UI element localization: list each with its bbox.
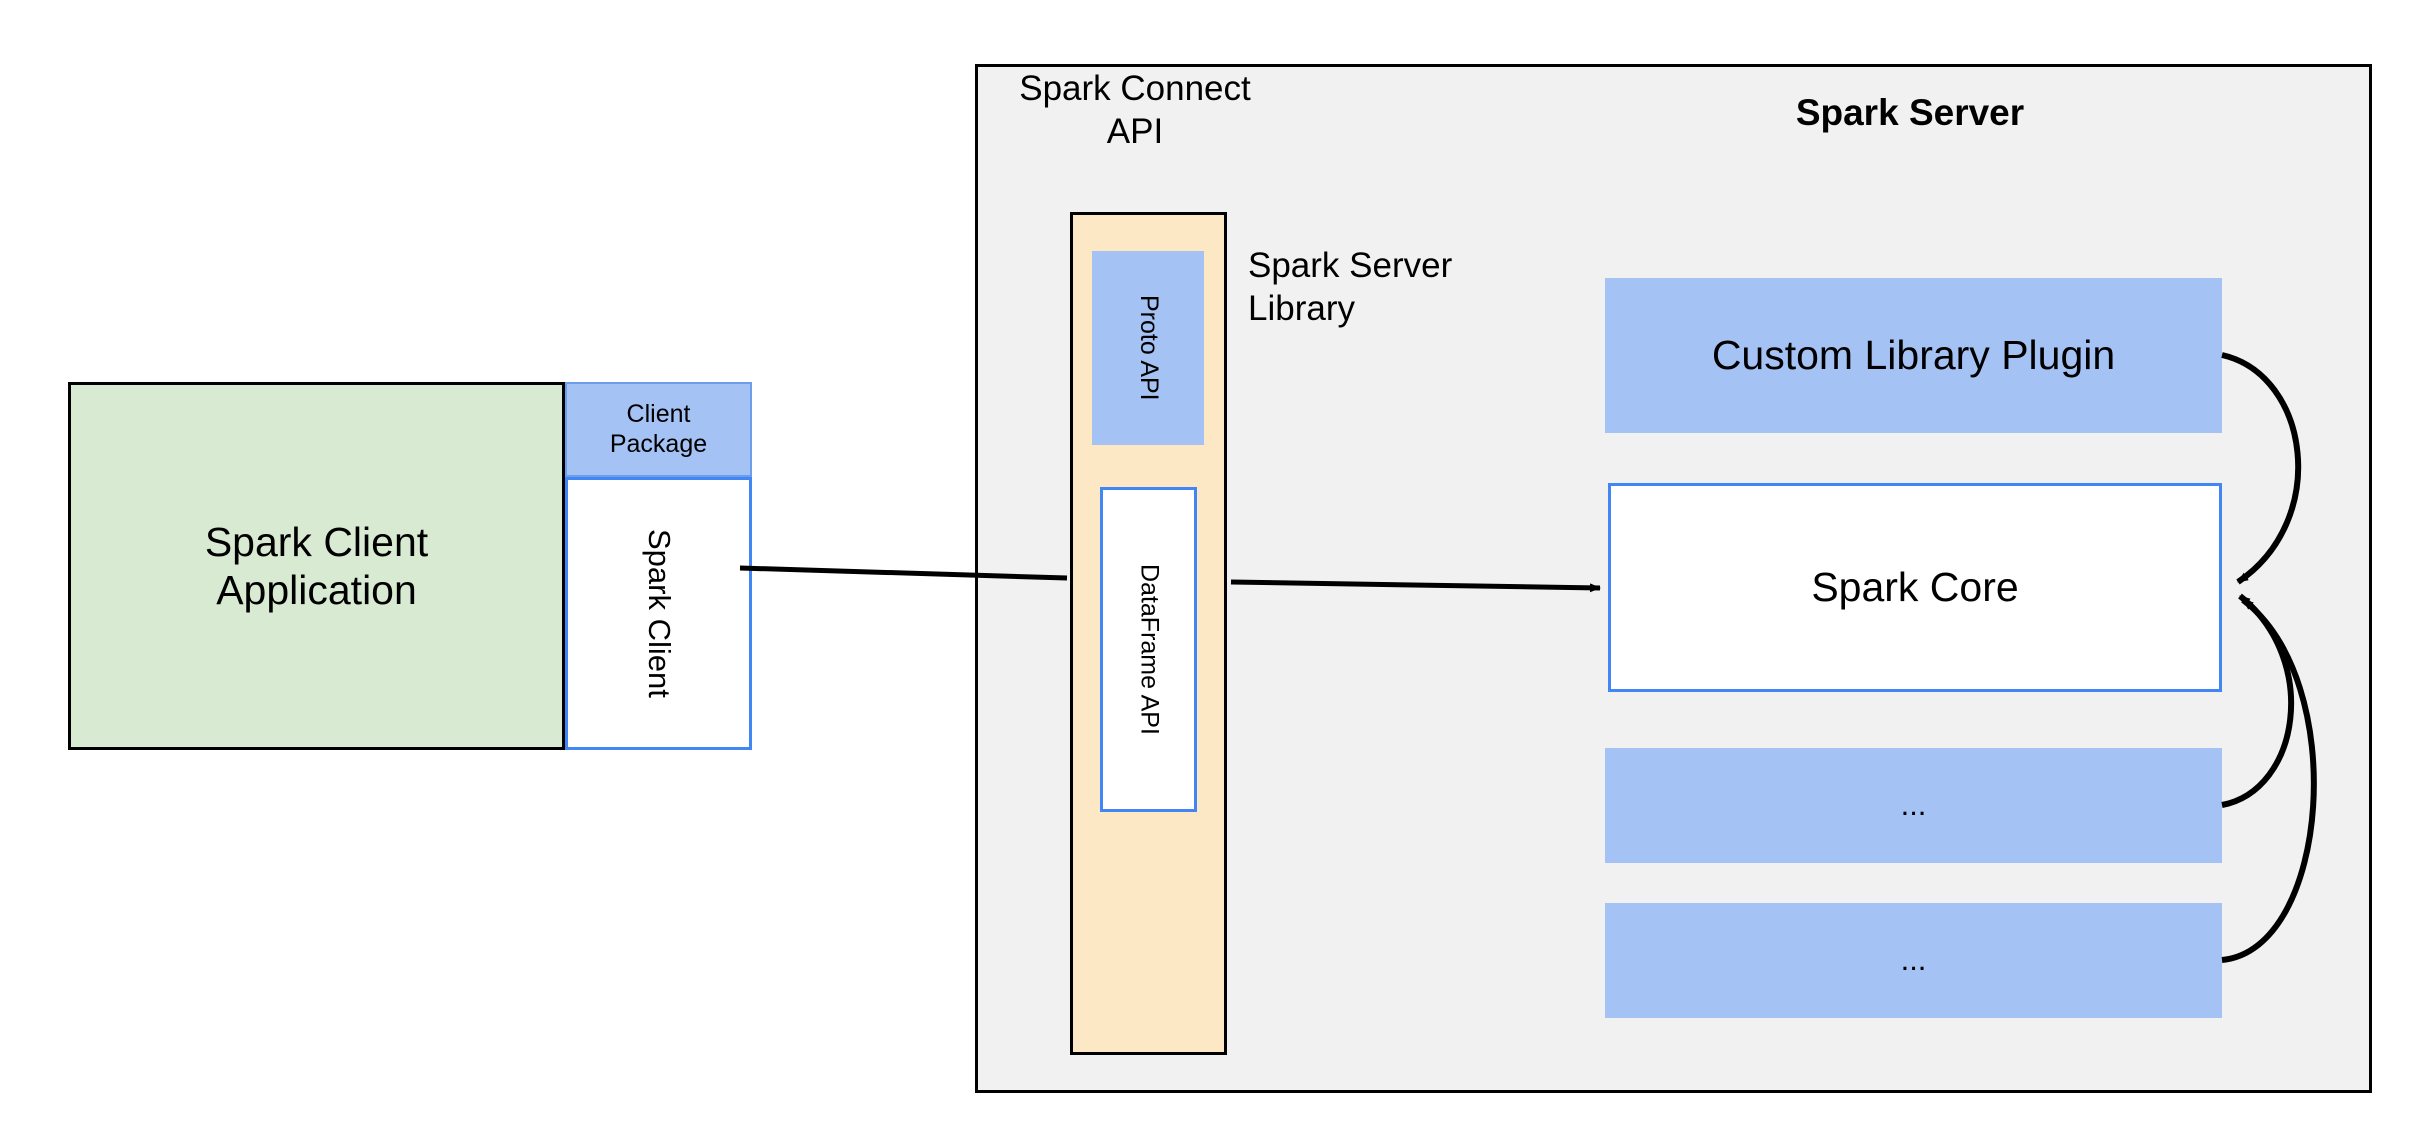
ellipsis-label-2: ... xyxy=(1900,942,1927,978)
custom-library-plugin-label: Custom Library Plugin xyxy=(1711,332,2116,379)
spark-server-library-label-line2: Library xyxy=(1248,289,1355,329)
spark-server-library-label-line1: Spark Server xyxy=(1248,246,1453,285)
client-package-label-line2: Package xyxy=(609,429,708,458)
spark-connect-api-label-line2: API xyxy=(1106,111,1164,151)
client-package-box[interactable]: Client Package xyxy=(565,382,752,477)
spark-server-library-label: Spark Server Library xyxy=(1248,244,1578,331)
spark-connect-api-label: Spark Connect API xyxy=(1000,68,1270,153)
dataframe-api-label: DataFrame API xyxy=(1135,564,1164,735)
client-app-label-line1: Spark Client xyxy=(204,518,429,565)
spark-client-box[interactable]: Spark Client xyxy=(565,477,752,750)
spark-client-application-box[interactable]: Spark Client Application xyxy=(68,382,565,750)
client-package-label: Client Package xyxy=(610,400,707,459)
ellipsis-label-1: ... xyxy=(1900,787,1927,823)
ellipsis-box-2[interactable]: ... xyxy=(1605,903,2222,1018)
spark-client-application-label: Spark Client Application xyxy=(205,518,428,615)
client-package-label-line1: Client xyxy=(626,400,691,428)
custom-library-plugin-box[interactable]: Custom Library Plugin xyxy=(1605,278,2222,433)
client-app-label-line2: Application xyxy=(216,567,417,613)
spark-connect-api-label-line1: Spark Connect xyxy=(1019,69,1251,108)
spark-core-box[interactable]: Spark Core xyxy=(1608,483,2222,692)
spark-client-label: Spark Client xyxy=(641,529,677,698)
spark-server-title: Spark Server xyxy=(1795,92,2025,133)
spark-core-label: Spark Core xyxy=(1811,564,2019,611)
dataframe-api-box[interactable]: DataFrame API xyxy=(1100,487,1197,812)
proto-api-box[interactable]: Proto API xyxy=(1092,251,1204,445)
ellipsis-box-1[interactable]: ... xyxy=(1605,748,2222,863)
proto-api-label: Proto API xyxy=(1134,295,1163,401)
